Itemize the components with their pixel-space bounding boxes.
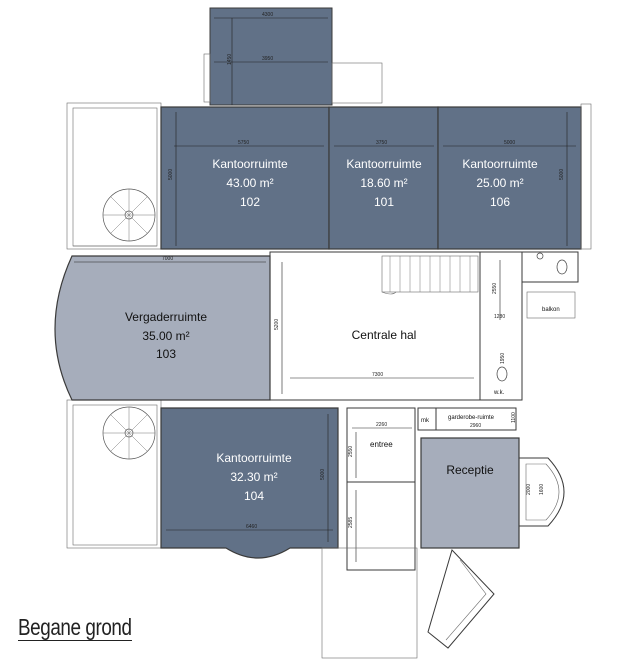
- dim-102-depth: 5000: [168, 169, 174, 180]
- room-104: 6460 5000 Kantoorruimte 32.30 m² 104: [160, 407, 339, 559]
- dim-garderobe-width: 2960: [470, 423, 481, 429]
- room-102-area: 43.00 m²: [226, 176, 273, 190]
- room-102: 5750 5000 Kantoorruimte 43.00 m² 102: [160, 106, 330, 250]
- dim-hal-width: 7300: [372, 372, 383, 378]
- garderobe: mk garderobe-ruimte 2960 1100: [417, 407, 517, 431]
- room-103: 7000 5200 Vergaderruimte 35.00 m² 103: [54, 255, 283, 401]
- room-104-number: 104: [244, 489, 264, 503]
- room-101: 3750 Kantoorruimte 18.60 m² 101: [328, 106, 439, 250]
- dim-entree-depth: 2550: [348, 446, 354, 457]
- dim-102-width: 5750: [238, 140, 249, 146]
- dim-106-depth: 5000: [559, 169, 565, 180]
- entree: 2260 2550 entree 2585: [321, 407, 418, 659]
- room-101-area: 18.60 m²: [360, 176, 407, 190]
- receptie: Receptie 2000 1600: [420, 437, 565, 549]
- dim-bath-1: 2550: [492, 283, 498, 294]
- dim-top-outer: 4300: [262, 12, 273, 18]
- room-103-name: Vergaderruimte: [125, 310, 207, 324]
- entrance-ramp: [427, 549, 495, 649]
- left-terrace-top: [66, 102, 162, 250]
- toilet-icon: [556, 259, 568, 275]
- mk-label: mk: [421, 418, 430, 424]
- room-104-name: Kantoorruimte: [216, 451, 292, 465]
- dim-receptie-1: 2000: [526, 484, 532, 495]
- dim-lower-depth: 2585: [348, 517, 354, 528]
- garderobe-label: garderobe-ruimte: [448, 415, 495, 421]
- dim-garderobe-depth: 1100: [511, 412, 517, 423]
- plan-title: Begane grond: [18, 614, 132, 641]
- room-102-name: Kantoorruimte: [212, 157, 288, 171]
- room-103-number: 103: [156, 347, 176, 361]
- main-stair: [381, 255, 479, 295]
- bathroom-block: balkon 2550 1280 1950 w.k.: [479, 251, 579, 401]
- dim-103-depth: 5200: [274, 319, 280, 330]
- dim-101-width: 3750: [376, 140, 387, 146]
- toilet-icon: [496, 366, 508, 382]
- dim-106-width: 5000: [504, 140, 515, 146]
- room-106: 5000 5000 Kantoorruimte 25.00 m² 106: [437, 106, 582, 250]
- balkon-label: balkon: [542, 307, 560, 313]
- left-terrace-bottom: [66, 399, 162, 549]
- receptie-label: Receptie: [446, 463, 494, 477]
- dim-top-inner: 3950: [262, 56, 273, 62]
- entree-label: entree: [370, 440, 393, 449]
- dim-104-width: 6460: [246, 524, 257, 530]
- dim-receptie-2: 1600: [539, 484, 545, 495]
- room-101-name: Kantoorruimte: [346, 157, 422, 171]
- dim-entree-width: 2260: [376, 422, 387, 428]
- room-103-area: 35.00 m²: [142, 329, 189, 343]
- centrale-hal: 7300 Centrale hal: [269, 251, 481, 401]
- room-101-number: 101: [374, 195, 394, 209]
- dim-bath-2: 1280: [494, 314, 505, 320]
- sink-icon: [536, 252, 544, 260]
- dim-103-width: 7000: [162, 256, 173, 262]
- room-106-area: 25.00 m²: [476, 176, 523, 190]
- spiral-stair-bottom: [102, 406, 156, 460]
- room-104-area: 32.30 m²: [230, 470, 277, 484]
- centrale-hal-label: Centrale hal: [352, 328, 417, 342]
- room-106-number: 106: [490, 195, 510, 209]
- room-106-name: Kantoorruimte: [462, 157, 538, 171]
- top-extension: 4300 3950 1450: [203, 7, 383, 106]
- spiral-stair-top: [102, 188, 156, 242]
- wc-label: w.k.: [493, 390, 505, 396]
- dim-104-depth: 5000: [320, 469, 326, 480]
- room-102-number: 102: [240, 195, 260, 209]
- dim-top-side: 1450: [227, 54, 233, 65]
- dim-bath-3: 1950: [500, 353, 506, 364]
